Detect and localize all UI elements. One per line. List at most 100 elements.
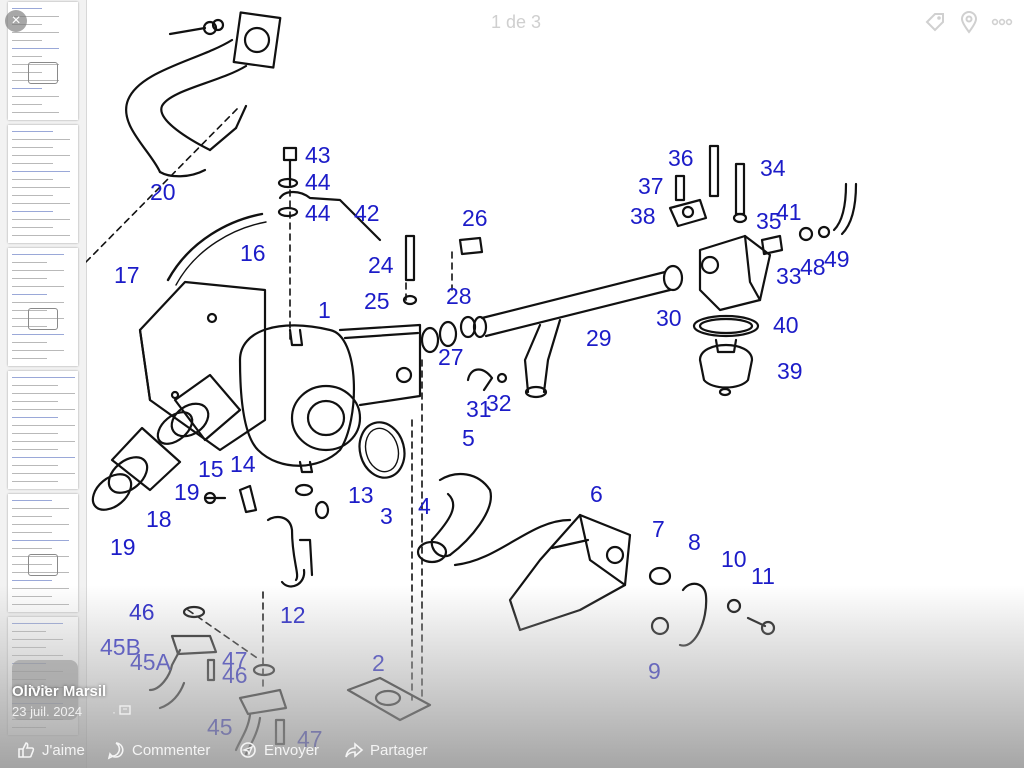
thumbnail-line <box>12 623 63 624</box>
thumbnail-line <box>12 564 52 565</box>
avatar-label: • • • <box>30 682 48 694</box>
callout-label: 39 <box>777 358 803 384</box>
callout-label: 24 <box>368 252 394 278</box>
callout-label: 6 <box>590 481 603 507</box>
elbow-part <box>416 472 492 564</box>
page-thumbnail[interactable] <box>8 371 78 489</box>
callout-label: 9 <box>648 658 661 684</box>
thumbnail-line <box>12 433 58 434</box>
thumbnail-line <box>12 171 70 172</box>
thumbnail-line <box>12 377 75 378</box>
like-label: J'aime <box>42 741 85 759</box>
thumbnail-line <box>12 40 42 41</box>
thumbnail-line <box>12 270 64 271</box>
send-button[interactable]: Envoyer <box>238 740 319 760</box>
thermostat-cover-part <box>668 144 858 312</box>
thumbnail-line <box>12 32 59 33</box>
avatar[interactable]: • • • <box>12 660 78 720</box>
thumbnail-line <box>12 516 52 517</box>
thumbnail-line <box>12 254 64 255</box>
privacy-separator: · <box>112 705 116 719</box>
thumbnail-line <box>12 655 63 656</box>
share-icon <box>345 742 364 758</box>
callout-label: 13 <box>348 482 374 508</box>
callout-label: 3 <box>380 503 393 529</box>
comment-button[interactable]: Commenter <box>106 740 210 760</box>
thumbnail-line <box>12 540 69 541</box>
close-icon[interactable]: × <box>5 10 27 32</box>
privacy-icon <box>119 705 132 715</box>
thumbnail-line <box>12 211 53 212</box>
thumbnail-line <box>12 24 42 25</box>
thumbnail-line <box>12 639 63 640</box>
share-button[interactable]: Partager <box>344 740 428 760</box>
outlet-pipes-part <box>91 373 242 511</box>
callout-label: 10 <box>721 546 747 572</box>
callout-label: 35 <box>756 208 782 234</box>
thumbnail-line <box>12 393 75 394</box>
thumbnail-line <box>12 473 75 474</box>
coolant-pipe-part <box>472 270 672 399</box>
gasket-part <box>346 676 432 722</box>
like-button[interactable]: J'aime <box>16 740 85 760</box>
thumbnail-line <box>12 96 59 97</box>
page-thumbnail-strip[interactable]: × <box>0 0 87 768</box>
callout-label: 29 <box>586 325 612 351</box>
callout-label: 25 <box>364 288 390 314</box>
thumbnail-line <box>12 195 53 196</box>
thumbnail-line <box>12 203 70 204</box>
page-thumbnail[interactable] <box>8 494 78 612</box>
thumbnail-line <box>12 647 46 648</box>
callout-label: 14 <box>230 451 256 477</box>
callout-label: 41 <box>776 199 802 225</box>
thumbnail-line <box>12 286 64 287</box>
thumbnail-line <box>12 572 69 573</box>
send-icon <box>240 742 256 758</box>
thumbnail-line <box>12 532 52 533</box>
thumbnail-line <box>12 318 64 319</box>
callout-label: 26 <box>462 205 488 231</box>
thumbnail-line <box>12 326 47 327</box>
page-thumbnail[interactable] <box>8 248 78 366</box>
thumbnail-line <box>12 588 69 589</box>
thumbnail-line <box>12 278 47 279</box>
heat-shield-part <box>138 280 267 452</box>
page-indicator: 1 de 3 <box>490 12 542 32</box>
callout-label: 11 <box>751 563 775 589</box>
callout-label: 33 <box>776 263 802 289</box>
thumbnail-line <box>12 179 53 180</box>
thumbnail-line <box>12 385 58 386</box>
callout-label: 17 <box>114 262 140 288</box>
more-options-icon[interactable] <box>988 8 1016 36</box>
callout-label: 16 <box>240 240 266 266</box>
thumbnail-line <box>12 302 64 303</box>
callout-label: 46 <box>129 599 155 625</box>
thumbnail-line <box>12 147 53 148</box>
thumbnail-line <box>12 48 59 49</box>
callout-label: 7 <box>652 516 665 542</box>
thumbnail-line <box>12 508 69 509</box>
thumbnail-sketch <box>28 308 58 330</box>
callout-label: 27 <box>438 344 464 370</box>
thumbnail-line <box>12 235 70 236</box>
comment-label: Commenter <box>132 741 211 759</box>
callout-label: 8 <box>688 529 701 555</box>
thumbnail-line <box>12 500 52 501</box>
page-thumbnail[interactable] <box>8 125 78 243</box>
thumbnail-line <box>12 8 42 9</box>
thumbnail-line <box>12 139 70 140</box>
tag-icon[interactable] <box>921 8 949 36</box>
send-label: Envoyer <box>264 741 320 759</box>
thumbnail-line <box>12 227 53 228</box>
thumbnail-line <box>12 112 59 113</box>
callout-label: 34 <box>760 155 786 181</box>
callout-label: 44 <box>305 169 331 195</box>
callout-label: 1 <box>318 297 331 323</box>
thumbnail-line <box>12 465 58 466</box>
thumbnail-line <box>12 350 64 351</box>
callout-label: 30 <box>656 305 682 331</box>
post-author[interactable]: Olivier Marsil <box>12 683 107 700</box>
location-pin-icon[interactable] <box>955 8 983 36</box>
callout-label: 36 <box>668 145 694 171</box>
thumbnail-sketch <box>28 554 58 576</box>
